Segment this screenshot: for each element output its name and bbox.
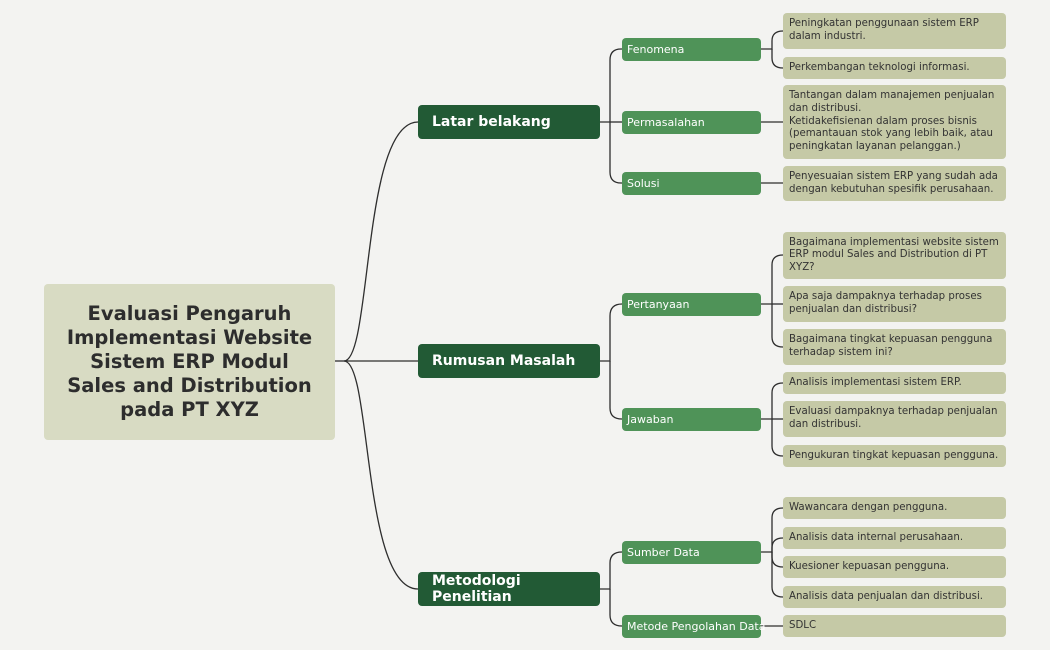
leaf-topic[interactable]: Analisis data penjualan dan distribusi. bbox=[783, 586, 1006, 608]
leaf-topic[interactable]: Analisis implementasi sistem ERP. bbox=[783, 372, 1006, 394]
root-topic-label: Evaluasi Pengaruh Implementasi Website S… bbox=[66, 301, 313, 422]
subtopic-label: Fenomena bbox=[627, 43, 685, 56]
leaf-topic[interactable]: Apa saja dampaknya terhadap proses penju… bbox=[783, 286, 1006, 322]
branch-latar-belakang[interactable]: Latar belakang bbox=[418, 105, 600, 139]
branch-metodologi-penelitian[interactable]: Metodologi Penelitian bbox=[418, 572, 600, 606]
leaf-text: Penyesuaian sistem ERP yang sudah ada de… bbox=[789, 170, 998, 195]
subtopic-pertanyaan[interactable]: Pertanyaan bbox=[622, 293, 761, 316]
subtopic-metode-pengolahan-data[interactable]: Metode Pengolahan Data bbox=[622, 615, 765, 638]
leaf-topic[interactable]: Wawancara dengan pengguna. bbox=[783, 497, 1006, 519]
leaf-text: Kuesioner kepuasan pengguna. bbox=[789, 560, 950, 572]
subtopic-solusi[interactable]: Solusi bbox=[622, 172, 761, 195]
leaf-text: Apa saja dampaknya terhadap proses penju… bbox=[789, 291, 982, 315]
leaf-text: SDLC bbox=[789, 619, 817, 631]
subtopic-label: Sumber Data bbox=[627, 546, 700, 559]
leaf-topic[interactable]: Kuesioner kepuasan pengguna. bbox=[783, 556, 1006, 578]
leaf-topic[interactable]: Evaluasi dampaknya terhadap penjualan da… bbox=[783, 401, 1006, 437]
branch-label: Latar belakang bbox=[432, 114, 551, 130]
branch-rumusan-masalah[interactable]: Rumusan Masalah bbox=[418, 344, 600, 378]
leaf-topic[interactable]: SDLC bbox=[783, 615, 1006, 637]
subtopic-label: Jawaban bbox=[627, 413, 674, 426]
leaf-text: Wawancara dengan pengguna. bbox=[789, 501, 948, 513]
root-topic[interactable]: Evaluasi Pengaruh Implementasi Website S… bbox=[44, 284, 335, 440]
leaf-topic[interactable]: Analisis data internal perusahaan. bbox=[783, 527, 1006, 549]
leaf-topic[interactable]: Bagaimana tingkat kepuasan pengguna terh… bbox=[783, 329, 1006, 365]
leaf-topic[interactable]: Tantangan dalam manajemen penjualan dan … bbox=[783, 85, 1006, 159]
subtopic-jawaban[interactable]: Jawaban bbox=[622, 408, 761, 431]
subtopic-sumber-data[interactable]: Sumber Data bbox=[622, 541, 761, 564]
leaf-topic[interactable]: Pengukuran tingkat kepuasan pengguna. bbox=[783, 445, 1006, 467]
leaf-text: Analisis data internal perusahaan. bbox=[789, 531, 964, 543]
leaf-topic[interactable]: Perkembangan teknologi informasi. bbox=[783, 57, 1006, 79]
leaf-text: Bagaimana implementasi website sistem ER… bbox=[789, 236, 999, 273]
leaf-topic[interactable]: Penyesuaian sistem ERP yang sudah ada de… bbox=[783, 166, 1006, 201]
leaf-text: Pengukuran tingkat kepuasan pengguna. bbox=[789, 449, 999, 461]
leaf-text: Peningkatan penggunaan sistem ERP dalam … bbox=[789, 18, 979, 42]
leaf-text: Evaluasi dampaknya terhadap penjualan da… bbox=[789, 406, 998, 430]
subtopic-label: Pertanyaan bbox=[627, 298, 690, 311]
subtopic-label: Metode Pengolahan Data bbox=[627, 620, 766, 633]
subtopic-label: Permasalahan bbox=[627, 116, 705, 129]
leaf-text: Perkembangan teknologi informasi. bbox=[789, 61, 970, 73]
leaf-topic[interactable]: Peningkatan penggunaan sistem ERP dalam … bbox=[783, 13, 1006, 49]
leaf-text: Tantangan dalam manajemen penjualan dan … bbox=[789, 90, 995, 152]
branch-label: Rumusan Masalah bbox=[432, 353, 576, 369]
subtopic-permasalahan[interactable]: Permasalahan bbox=[622, 111, 761, 134]
branch-label: Metodologi Penelitian bbox=[432, 573, 521, 605]
leaf-text: Analisis data penjualan dan distribusi. bbox=[789, 590, 984, 602]
subtopic-label: Solusi bbox=[627, 177, 660, 190]
subtopic-fenomena[interactable]: Fenomena bbox=[622, 38, 761, 61]
leaf-text: Analisis implementasi sistem ERP. bbox=[789, 376, 962, 388]
leaf-topic[interactable]: Bagaimana implementasi website sistem ER… bbox=[783, 232, 1006, 279]
leaf-text: Bagaimana tingkat kepuasan pengguna terh… bbox=[789, 334, 993, 358]
